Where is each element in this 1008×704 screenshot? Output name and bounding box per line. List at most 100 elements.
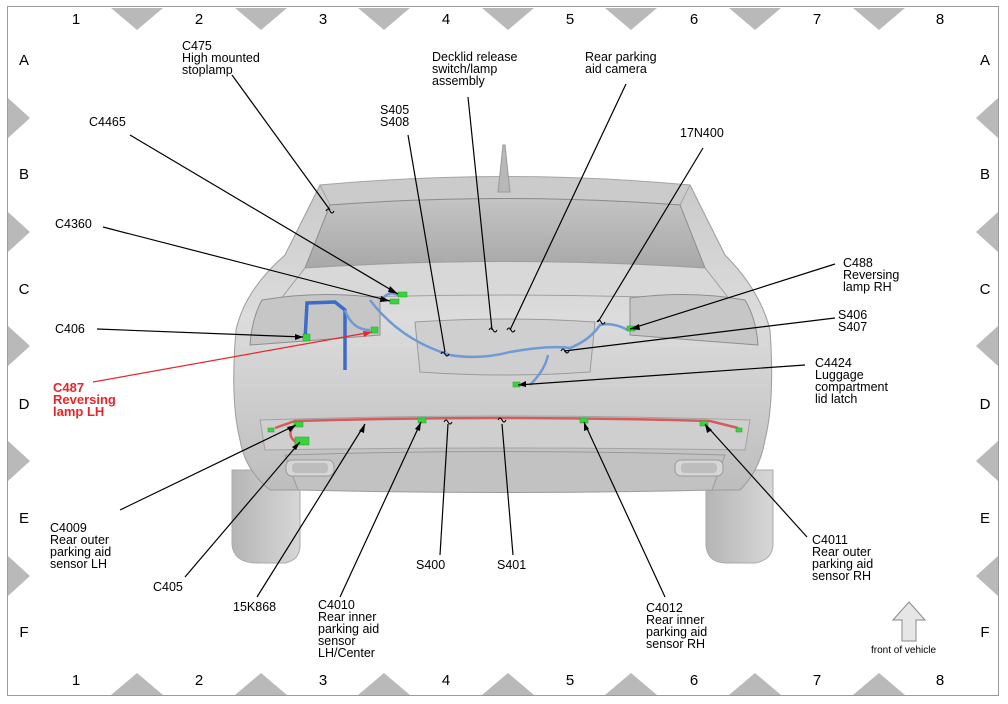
splice-s401 [497,417,507,423]
label-front-of-vehicle: front of vehicle [871,645,937,656]
label-s406-s407: S406 S407 [838,308,868,334]
leader-c4360 [102,226,391,302]
harness-latch-branch [529,354,550,386]
grid-marker-top-4 [482,8,534,30]
grid-marker-left-3 [8,326,30,366]
col-label-top-6: 6 [689,11,699,28]
col-label-top-1: 1 [71,11,81,28]
leader-camera [509,83,627,331]
row-label-left-b: B [18,166,29,183]
arrowhead-c4360 [380,296,390,302]
col-label-bottom-1: 1 [71,672,81,689]
col-label-bottom-7: 7 [812,672,822,689]
leader-c4010 [339,421,422,598]
grid-markers-left [8,98,30,596]
exhaust-tip-right [681,463,717,473]
leader-c487 [92,331,373,383]
diagram-frame [7,6,999,696]
connector-c406 [302,333,311,342]
label-c4465: C4465 [89,115,126,129]
row-label-right-d: D [979,396,991,413]
label-15k868: 15K868 [233,600,277,614]
grid-marker-left-4 [8,441,30,481]
grid-marker-right-3 [976,326,998,366]
connector-c4010 [417,417,427,424]
leader-s405 [407,134,446,353]
connector-c4360 [389,298,400,305]
arrowhead-k868 [359,424,365,433]
upper-harness [303,292,629,386]
grid-marker-top-2 [235,8,287,30]
label-c4011: C4011 Rear outer parking aid sensor RH [812,533,874,583]
antenna [497,144,511,193]
col-label-top-5: 5 [565,11,575,28]
car-rear-view [231,144,774,564]
grid-marker-top-3 [358,8,410,30]
grid-marker-top-7 [853,8,905,30]
rear-bumper [259,415,751,451]
arrowhead-c487 [363,331,372,337]
label-c475: C475 High mounted stoplamp [182,39,260,77]
leader-c4011 [704,423,808,538]
splice-17n400 [596,319,606,325]
label-decklid: Decklid release switch/lamp assembly [432,50,518,88]
harness-trunk-main [369,299,629,359]
splice-s400 [443,419,453,425]
grid-marker-left-5 [8,556,30,596]
col-label-top-2: 2 [194,11,204,28]
right-tire [705,469,774,564]
row-label-left-a: A [18,52,29,69]
col-label-top-8: 8 [935,11,945,28]
col-label-bottom-3: 3 [318,672,328,689]
grid-marker-bottom-5 [605,673,657,695]
row-label-left-d: D [18,396,30,413]
row-label-right-a: A [979,52,990,69]
leader-c475 [231,74,331,211]
label-17n400: 17N400 [680,126,724,140]
front-arrow-icon [891,601,927,642]
grid-markers-top [111,8,905,30]
connector-c4011 [699,420,709,427]
label-c4360: C4360 [55,217,92,231]
harness-bumper-main [274,416,739,430]
harness-left-lamp [303,300,347,370]
diffuser [284,451,726,493]
col-label-bottom-8: 8 [935,672,945,689]
col-label-bottom-5: 5 [565,672,575,689]
label-c4010: C4010 Rear inner parking aid sensor LH/C… [318,598,380,660]
connector-c4465 [397,291,408,298]
grid-markers-bottom [111,673,905,695]
grid-marker-left-2 [8,212,30,252]
arrowhead-c4009 [287,425,296,432]
harness-left-drop [343,309,371,332]
splice-camera [506,327,516,333]
arrowhead-c406 [295,334,303,340]
grid-marker-top-6 [729,8,781,30]
grid-marker-left-1 [8,98,30,138]
row-label-left-c: C [18,281,30,298]
col-label-top-3: 3 [318,11,328,28]
grid-marker-bottom-2 [235,673,287,695]
leader-k868 [256,423,366,598]
connector-c4009 [293,421,304,428]
label-c405: C405 [153,580,183,594]
grid-marker-bottom-1 [111,673,163,695]
arrowhead-c4011 [705,424,712,433]
left-tire [231,469,301,564]
splice-s405 [440,351,450,357]
row-label-right-b: B [979,166,990,183]
label-camera: Rear parking aid camera [585,50,657,76]
splice-decklid [488,327,498,333]
leader-s400 [439,423,449,556]
grid-marker-right-4 [976,441,998,481]
connector-k868-a [267,427,275,433]
col-label-top-4: 4 [441,11,451,28]
arrowhead-c488 [630,324,640,330]
trunk-lid [278,261,732,301]
grid-marker-top-5 [605,8,657,30]
splice-c475 [325,208,335,214]
grid-marker-bottom-4 [482,673,534,695]
leader-c4012 [583,421,666,598]
